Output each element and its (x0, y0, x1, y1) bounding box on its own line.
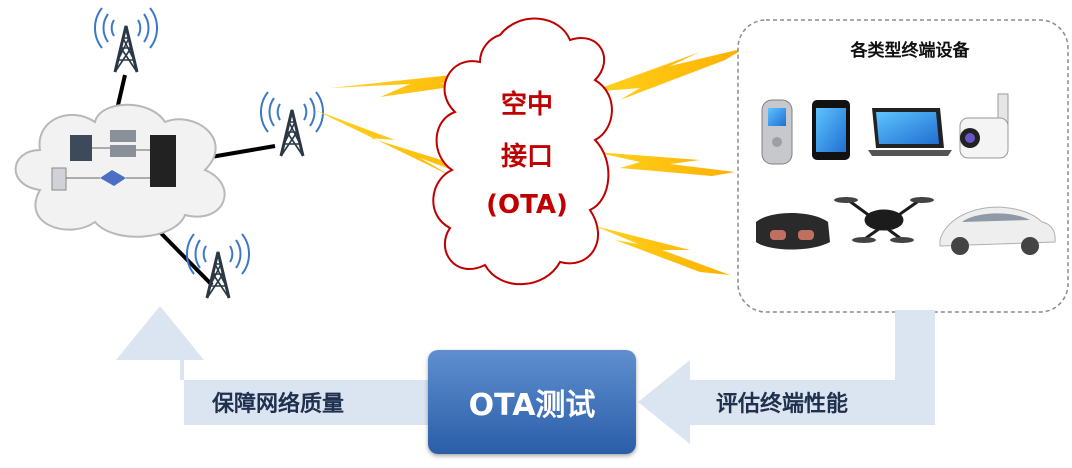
cell-tower-icon (93, 6, 159, 74)
feature-phone-icon (761, 99, 793, 165)
core-network-cloud (14, 103, 226, 238)
drone-icon (834, 197, 934, 243)
vr-headset-icon (756, 213, 830, 250)
server-equipment-icon (51, 130, 176, 191)
right-arrow-label: 评估终端性能 (716, 392, 849, 417)
device-group-frame (737, 19, 1069, 313)
air-interface-line3: (OTA) (486, 190, 568, 220)
smartphone-icon (812, 100, 850, 160)
air-interface-cloud (432, 17, 613, 286)
tablet-icon (868, 108, 952, 156)
air-interface-line2: 接口 (500, 142, 553, 172)
cell-tower-icon (185, 232, 251, 300)
ota-test-box[interactable]: OTA测试 (428, 350, 636, 454)
air-interface-line1: 空中 (500, 90, 553, 120)
security-camera-icon (959, 93, 1009, 159)
flow-arrow-left (116, 306, 435, 425)
device-group-title: 各类型终端设备 (850, 41, 970, 61)
car-icon (939, 206, 1056, 255)
ota-test-label: OTA测试 (468, 388, 596, 423)
flow-arrow-right (638, 310, 935, 444)
left-arrow-label: 保障网络质量 (212, 392, 345, 417)
